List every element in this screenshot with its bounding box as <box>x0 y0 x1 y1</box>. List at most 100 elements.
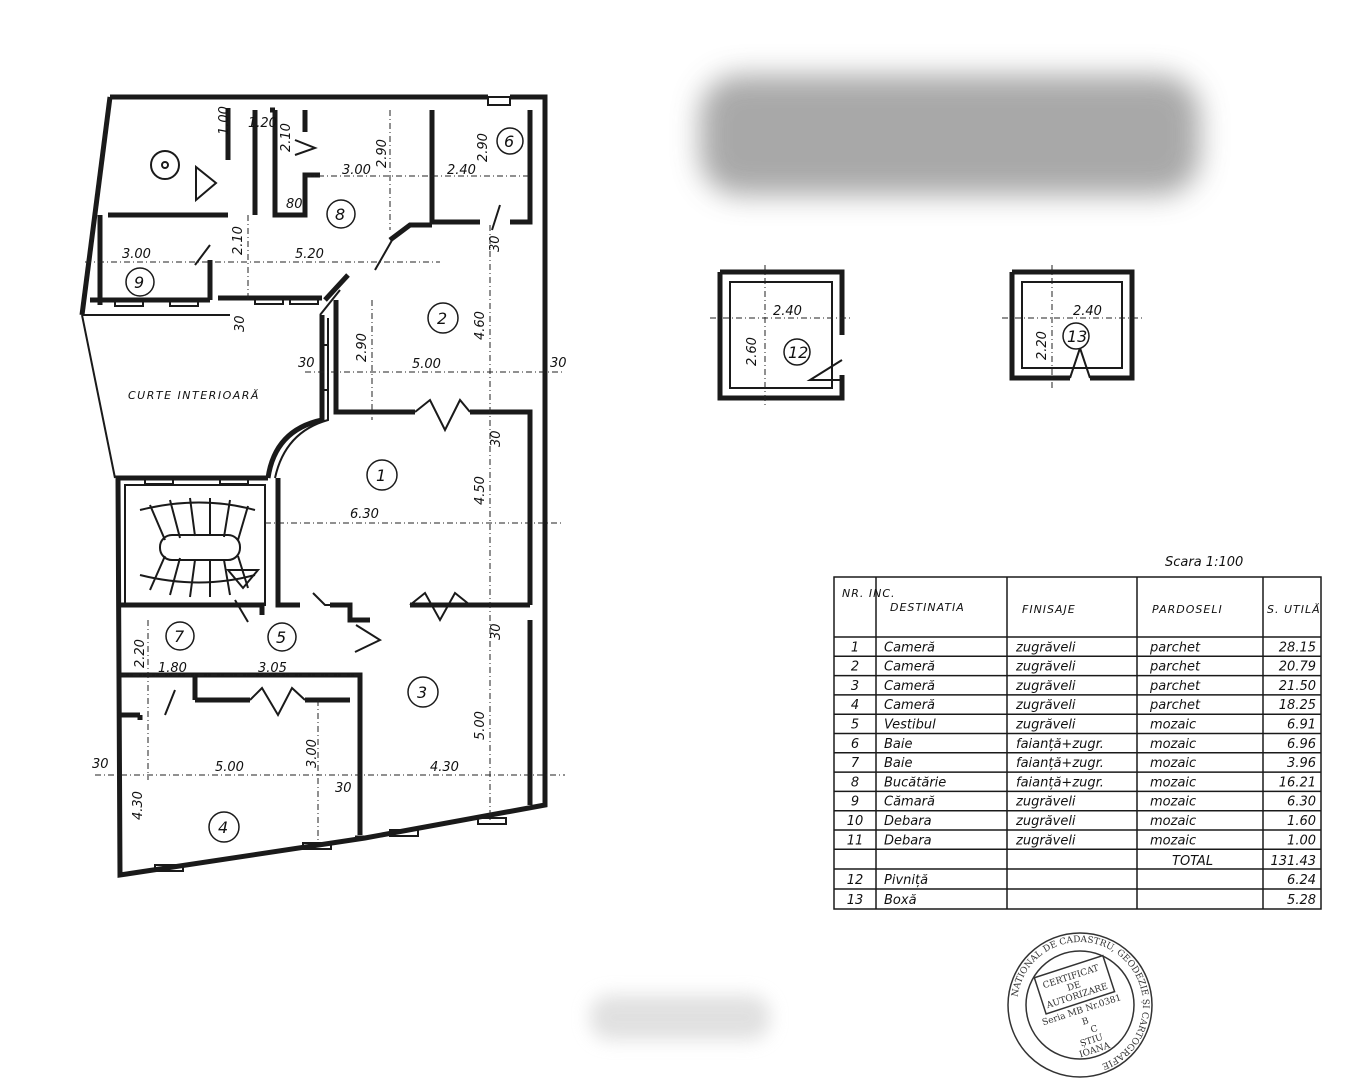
dim-30a: 30 <box>488 235 503 252</box>
table-cell: 1 <box>851 640 859 655</box>
room-number-2: 2 <box>437 309 447 328</box>
table-cell: 20.79 <box>1279 660 1316 675</box>
dim-2-40a: 2.40 <box>447 163 476 178</box>
dim-30f: 30 <box>489 623 504 640</box>
scale-label: Scara 1:100 <box>1165 555 1243 570</box>
table-cell: Boxă <box>884 893 917 908</box>
table-cell: Vestibul <box>884 718 936 733</box>
table-cell: 5.28 <box>1287 893 1316 908</box>
table-cell: 9 <box>851 795 859 810</box>
dim-80: 80 <box>286 197 303 212</box>
table-cell: 3.96 <box>1287 756 1316 771</box>
table-cell: 3 <box>851 679 859 694</box>
table-cell: parchet <box>1149 640 1201 655</box>
table-cell: mozaic <box>1150 718 1196 733</box>
room-number-1: 1 <box>376 466 386 485</box>
dim-4-30b: 4.30 <box>131 791 146 820</box>
room-number-4: 4 <box>218 818 228 837</box>
table-cell: 6.24 <box>1287 873 1316 888</box>
table-cell: Debara <box>884 833 932 848</box>
table-cell: 6.30 <box>1287 795 1316 810</box>
dim-6-30: 6.30 <box>350 507 379 522</box>
table-cell: parchet <box>1149 679 1201 694</box>
dim-5-00c: 5.00 <box>215 760 244 775</box>
dim-2-90a: 2.90 <box>375 139 390 168</box>
table-cell: zugrăveli <box>1015 718 1076 733</box>
dimension-lines <box>85 110 565 840</box>
table-cell: 8 <box>851 775 859 790</box>
table-cell: faianță+zugr. <box>1016 737 1104 752</box>
table-cell: 28.15 <box>1279 640 1316 655</box>
dim-30c: 30 <box>298 356 315 371</box>
table-cell: Cămară <box>884 795 935 810</box>
dim-4-30a: 4.30 <box>430 760 459 775</box>
table-cell: 1.60 <box>1287 814 1316 829</box>
rooms-table: NR. INC. DESTINATIA FINISAJE PARDOSELI S… <box>833 576 1322 910</box>
header-finisaje: FINISAJE <box>1022 603 1076 616</box>
table-cell: faianță+zugr. <box>1016 775 1104 790</box>
table-cell: 1.00 <box>1287 833 1316 848</box>
dim-1-00: 1.00 <box>217 106 232 135</box>
table-cell: zugrăveli <box>1015 679 1076 694</box>
table-cell: zugrăveli <box>1015 660 1076 675</box>
table-cell: zugrăveli <box>1015 814 1076 829</box>
room-number-12: 12 <box>788 343 808 362</box>
table-cell: 21.50 <box>1279 679 1316 694</box>
table-cell: zugrăveli <box>1015 698 1076 713</box>
dim-5-20: 5.20 <box>295 247 324 262</box>
table-cell: 16.21 <box>1279 775 1316 790</box>
table-cell: Baie <box>884 756 913 771</box>
table-cell: 18.25 <box>1279 698 1316 713</box>
header-s-utila: S. UTILĂ <box>1267 603 1321 616</box>
dim-5-00b: 5.00 <box>473 711 488 740</box>
dim-3-00b: 3.00 <box>122 247 151 262</box>
dim-2-40c: 2.40 <box>1073 304 1102 319</box>
room-number-5: 5 <box>276 628 286 647</box>
courtyard-label: CURTE INTERIOARĂ <box>128 389 260 402</box>
dim-1-20: 1.20 <box>248 116 277 131</box>
table-cell: Cameră <box>884 660 935 675</box>
table-cell: mozaic <box>1150 814 1196 829</box>
table-cell: mozaic <box>1150 756 1196 771</box>
dim-4-60: 4.60 <box>473 311 488 340</box>
table-cell: mozaic <box>1150 775 1196 790</box>
stamp-line-2: DE <box>1066 980 1082 994</box>
table-cell: Debara <box>884 814 932 829</box>
dim-4-50: 4.50 <box>473 476 488 505</box>
table-cell: Cameră <box>884 679 935 694</box>
table-cell: mozaic <box>1150 795 1196 810</box>
header-destinatia: DESTINATIA <box>890 601 965 614</box>
dim-2-20b: 2.20 <box>1035 331 1050 360</box>
table-cell: 4 <box>851 698 859 713</box>
table-cell: parchet <box>1149 660 1201 675</box>
table-cell: zugrăveli <box>1015 795 1076 810</box>
table-cell: 6.91 <box>1287 718 1316 733</box>
cellar-plan-12: 2.40 2.60 12 <box>710 265 852 408</box>
dim-2-20a: 2.20 <box>133 639 148 668</box>
table-cell: 2 <box>851 660 859 675</box>
header-pardoseli: PARDOSELI <box>1152 603 1223 616</box>
dim-30h: 30 <box>335 781 352 796</box>
dim-30e: 30 <box>489 430 504 447</box>
table-cell: 11 <box>847 833 864 848</box>
table-cell: Baie <box>884 737 913 752</box>
table-cell: 6.96 <box>1287 737 1316 752</box>
box-plan-13: 2.40 2.20 13 <box>1002 265 1142 388</box>
table-cell: Cameră <box>884 640 935 655</box>
table-cell: 7 <box>851 756 860 771</box>
table-cell: 12 <box>847 873 864 888</box>
room-number-8: 8 <box>335 205 345 224</box>
redacted-header-block <box>700 75 1200 195</box>
total-value: 131.43 <box>1271 854 1317 869</box>
room-numbers: 1 2 3 4 5 6 7 8 9 <box>125 127 524 843</box>
table-cell: parchet <box>1149 698 1201 713</box>
dim-2-90c: 2.90 <box>355 333 370 362</box>
dim-3-00a: 3.00 <box>342 163 371 178</box>
dim-5-00a: 5.00 <box>412 357 441 372</box>
stamp-line-6: C <box>1090 1024 1100 1036</box>
room-number-13: 13 <box>1067 327 1087 346</box>
table-cell: mozaic <box>1150 833 1196 848</box>
room-number-9: 9 <box>134 273 144 292</box>
header-nr: NR. INC. <box>842 587 896 600</box>
stamp-line-5: B <box>1081 1016 1091 1028</box>
